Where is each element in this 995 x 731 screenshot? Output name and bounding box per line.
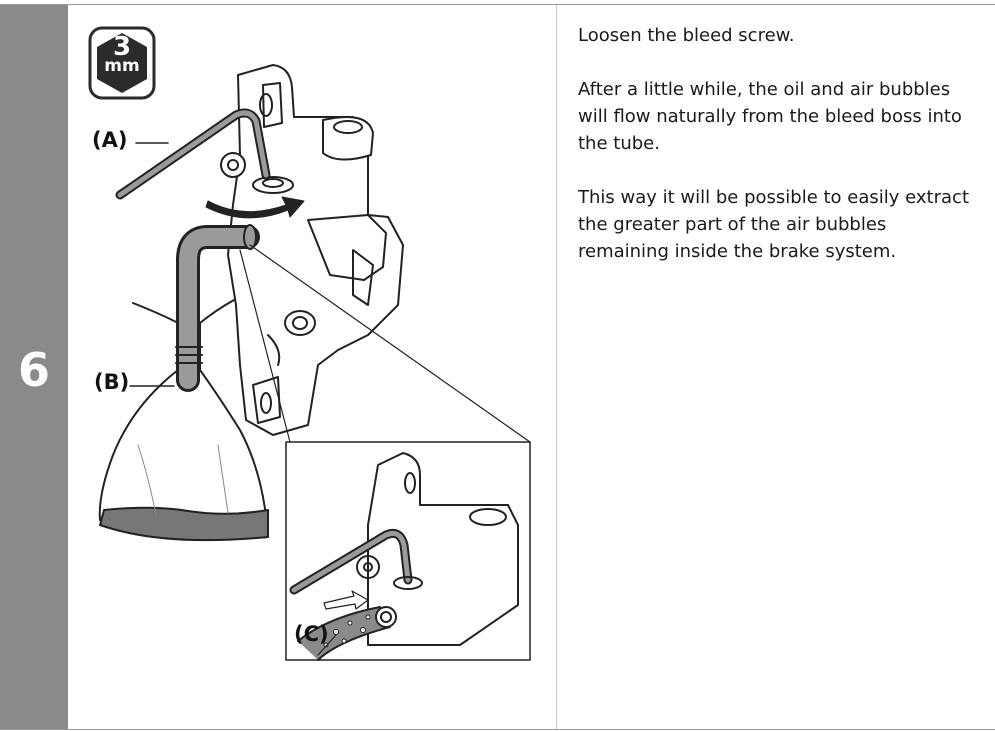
step-sidebar: 6 bbox=[0, 5, 68, 729]
instruction-text: Loosen the bleed screw. After a little w… bbox=[578, 22, 978, 292]
instruction-paragraph: Loosen the bleed screw. bbox=[578, 22, 978, 49]
brake-caliper bbox=[221, 65, 403, 435]
bottom-rule bbox=[0, 729, 995, 730]
label-c: (C) bbox=[294, 622, 329, 646]
label-a: (A) bbox=[92, 128, 127, 152]
label-b: (B) bbox=[94, 370, 129, 394]
instruction-paragraph: After a little while, the oil and air bu… bbox=[578, 76, 978, 157]
tool-size-unit: mm bbox=[88, 58, 156, 75]
tool-size-label: 3 mm bbox=[88, 34, 156, 75]
column-divider bbox=[556, 5, 557, 729]
step-number: 6 bbox=[0, 347, 68, 393]
instruction-paragraph: This way it will be possible to easily e… bbox=[578, 184, 978, 265]
brake-bleeding-illustration bbox=[68, 5, 556, 729]
